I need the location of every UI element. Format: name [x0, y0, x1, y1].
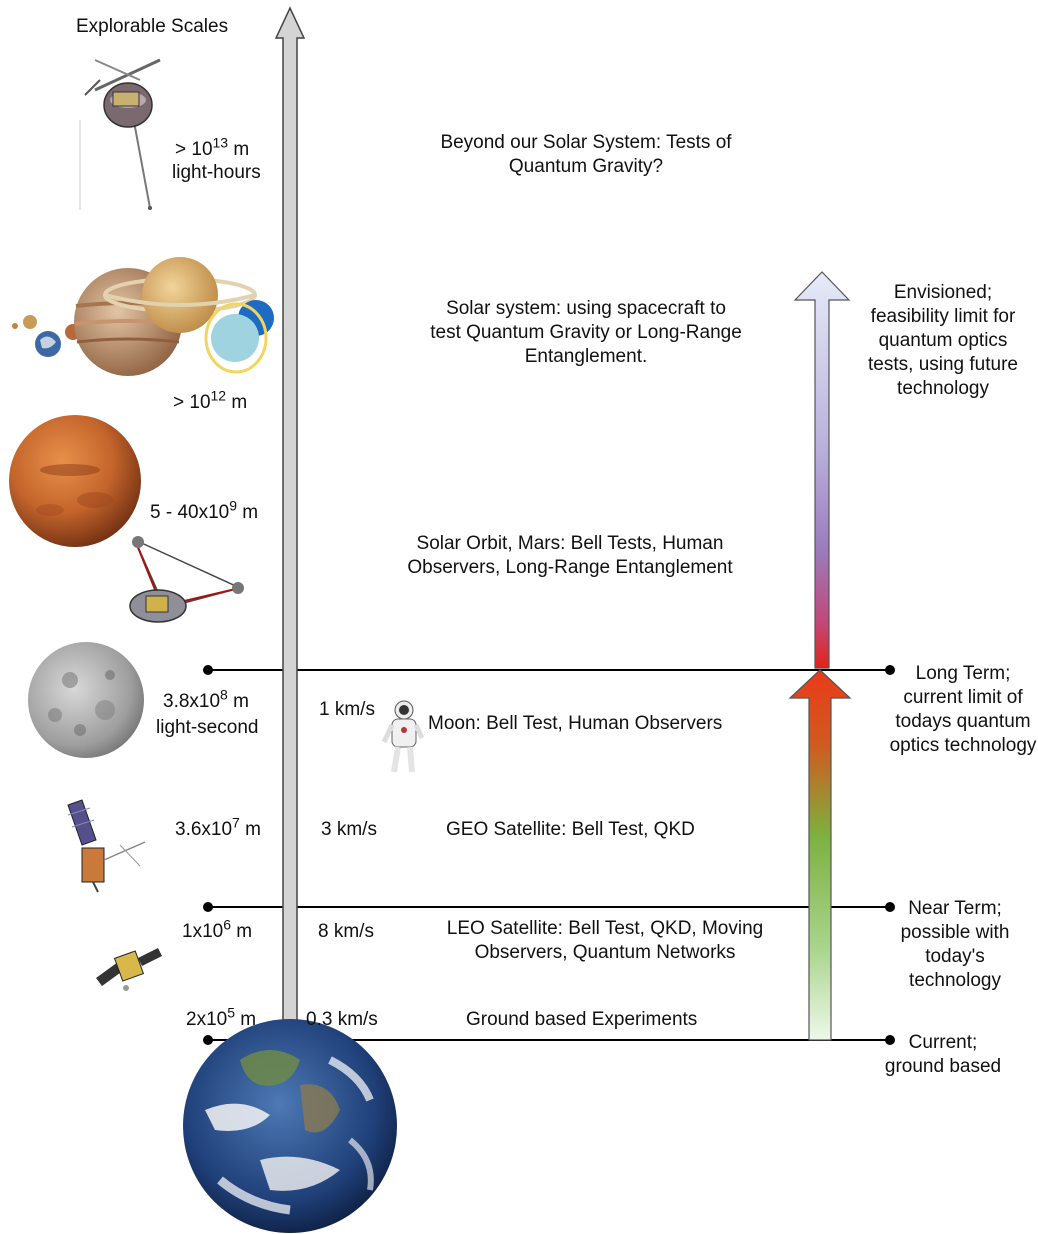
- experiment-leo: LEO Satellite: Bell Test, QKD, Moving Ob…: [446, 918, 764, 963]
- velocity-geo: 3 km/s: [321, 819, 377, 840]
- earth-icon: [183, 1019, 397, 1233]
- long-term-line-left-dot: [203, 665, 213, 675]
- scale-label-deep-space: > 1013 m: [175, 134, 250, 160]
- envisioned-arrow: [793, 271, 851, 669]
- geo-satellite-icon: [67, 799, 146, 893]
- mars-icon: [9, 415, 141, 547]
- scale-label-geo: 3.6x107 m: [175, 814, 261, 840]
- near-term-line-right-dot: [885, 902, 895, 912]
- scale-label-solar-system: > 1012 m: [173, 387, 248, 413]
- scale-note-moon: light-second: [156, 717, 259, 738]
- experiment-geo: GEO Satellite: Bell Test, QKD: [446, 819, 695, 840]
- experiment-solar-system: Solar system: using spacecraft to test Q…: [430, 298, 742, 367]
- scale-label-moon: 3.8x108 m: [163, 686, 249, 712]
- velocity-leo: 8 km/s: [318, 921, 374, 942]
- experiment-moon: Moon: Bell Test, Human Observers: [428, 713, 723, 734]
- scale-label-mars: 5 - 40x109 m: [150, 497, 259, 523]
- astronaut-icon: [381, 700, 425, 773]
- experiment-mars: Solar Orbit, Mars: Bell Tests, Human Obs…: [407, 533, 733, 578]
- milestone-long-term: Long Term; current limit of todays quant…: [889, 663, 1037, 756]
- moon-icon: [28, 642, 144, 758]
- long-term-line-right-dot: [885, 665, 895, 675]
- pioneer-probe-icon: [79, 58, 161, 210]
- scale-label-ground: 2x105 m: [186, 1004, 257, 1030]
- scale-arrow: [274, 6, 306, 1041]
- velocity-moon: 1 km/s: [319, 699, 375, 720]
- scale-note-deep-space: light-hours: [172, 162, 261, 183]
- milestone-envisioned: Envisioned; feasibility limit for quantu…: [868, 282, 1018, 399]
- current-line-left-dot: [203, 1035, 213, 1045]
- current-line-right-dot: [885, 1035, 895, 1045]
- experiment-ground: Ground based Experiments: [466, 1009, 698, 1030]
- current-technology-arrow: [788, 669, 852, 1041]
- milestone-near-term: Near Term; possible with today's technol…: [900, 898, 1010, 991]
- triangle-spacecraft-icon: [129, 536, 244, 623]
- experiment-deep-space: Beyond our Solar System: Tests of Quantu…: [440, 132, 732, 177]
- diagram-title: Explorable Scales: [76, 16, 229, 37]
- near-term-line-left-dot: [203, 902, 213, 912]
- leo-satellite-icon: [96, 948, 162, 991]
- velocity-ground: 0.3 km/s: [306, 1009, 378, 1030]
- milestone-current: Current; ground based: [884, 1032, 1002, 1077]
- planets-icon: [12, 257, 274, 376]
- scale-label-leo: 1x106 m: [182, 916, 253, 942]
